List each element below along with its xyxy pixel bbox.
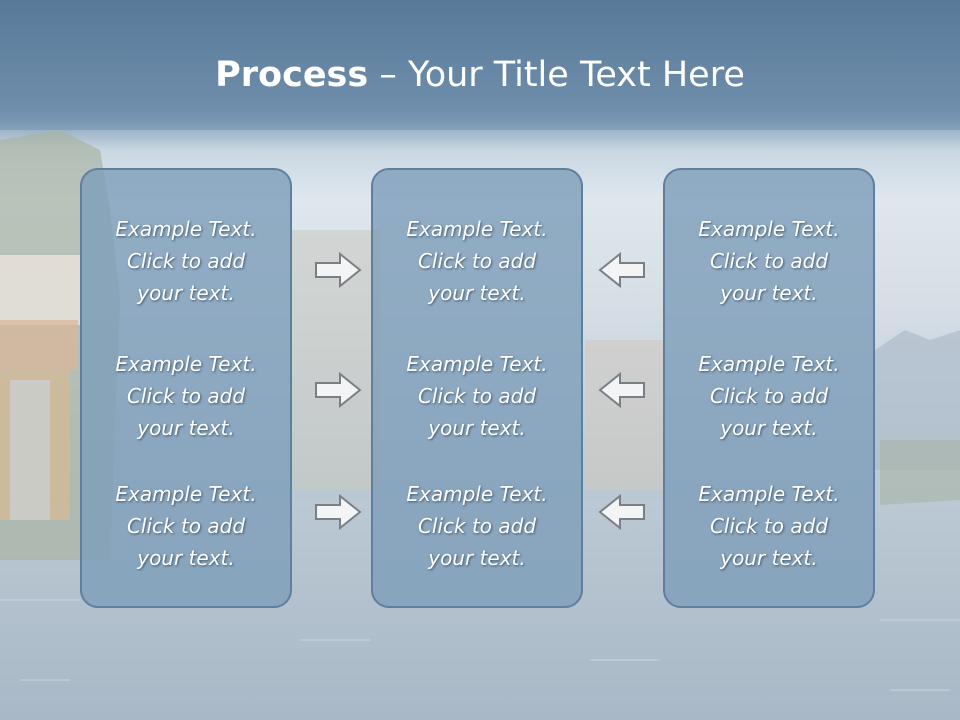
building-orange xyxy=(0,320,78,370)
text-line: Example Text. xyxy=(698,352,840,376)
text-line: Example Text. xyxy=(115,352,257,376)
text-line: Click to add xyxy=(126,384,246,408)
text-line: your text. xyxy=(428,546,526,570)
tower xyxy=(10,380,50,520)
text-line: Example Text. xyxy=(406,217,548,241)
mountain-right xyxy=(875,330,960,470)
title-rest-text: – Your Title Text Here xyxy=(368,55,745,95)
text-line: your text. xyxy=(720,281,818,305)
title-bold-text: Process xyxy=(215,55,369,95)
text-block[interactable]: Example Text. Click to add your text. xyxy=(82,348,290,444)
building-white xyxy=(0,255,80,325)
arrow-left-icon[interactable] xyxy=(596,248,648,292)
text-line: your text. xyxy=(137,416,235,440)
text-line: your text. xyxy=(137,546,235,570)
text-line: Example Text. xyxy=(115,482,257,506)
building-mid-right xyxy=(585,340,665,490)
text-line: your text. xyxy=(720,546,818,570)
text-block[interactable]: Example Text. Click to add your text. xyxy=(665,348,873,444)
arrow-right-icon[interactable] xyxy=(312,248,364,292)
shoreline-right xyxy=(880,440,960,505)
text-line: Click to add xyxy=(126,514,246,538)
text-block[interactable]: Example Text. Click to add your text. xyxy=(665,213,873,309)
text-line: Click to add xyxy=(709,249,829,273)
water-ripples xyxy=(0,599,960,691)
text-line: Example Text. xyxy=(406,482,548,506)
text-block[interactable]: Example Text. Click to add your text. xyxy=(82,478,290,574)
text-line: Click to add xyxy=(709,384,829,408)
text-line: Click to add xyxy=(417,384,537,408)
text-line: Example Text. xyxy=(698,482,840,506)
text-line: your text. xyxy=(720,416,818,440)
text-block[interactable]: Example Text. Click to add your text. xyxy=(373,213,581,309)
process-box-right[interactable]: Example Text. Click to add your text. Ex… xyxy=(663,168,875,608)
text-block[interactable]: Example Text. Click to add your text. xyxy=(665,478,873,574)
text-block[interactable]: Example Text. Click to add your text. xyxy=(373,348,581,444)
arrow-left-icon[interactable] xyxy=(596,368,648,412)
text-line: Click to add xyxy=(126,249,246,273)
text-line: your text. xyxy=(137,281,235,305)
slide-title[interactable]: Process – Your Title Text Here xyxy=(0,52,960,98)
arrow-right-icon[interactable] xyxy=(312,368,364,412)
text-line: your text. xyxy=(428,281,526,305)
title-band xyxy=(0,0,960,130)
text-line: your text. xyxy=(428,416,526,440)
text-line: Example Text. xyxy=(698,217,840,241)
text-line: Click to add xyxy=(709,514,829,538)
arrow-right-icon[interactable] xyxy=(312,490,364,534)
text-line: Example Text. xyxy=(115,217,257,241)
process-box-center[interactable]: Example Text. Click to add your text. Ex… xyxy=(371,168,583,608)
text-block[interactable]: Example Text. Click to add your text. xyxy=(82,213,290,309)
process-box-left[interactable]: Example Text. Click to add your text. Ex… xyxy=(80,168,292,608)
text-line: Click to add xyxy=(417,249,537,273)
text-line: Click to add xyxy=(417,514,537,538)
text-block[interactable]: Example Text. Click to add your text. xyxy=(373,478,581,574)
text-line: Example Text. xyxy=(406,352,548,376)
arrow-left-icon[interactable] xyxy=(596,490,648,534)
